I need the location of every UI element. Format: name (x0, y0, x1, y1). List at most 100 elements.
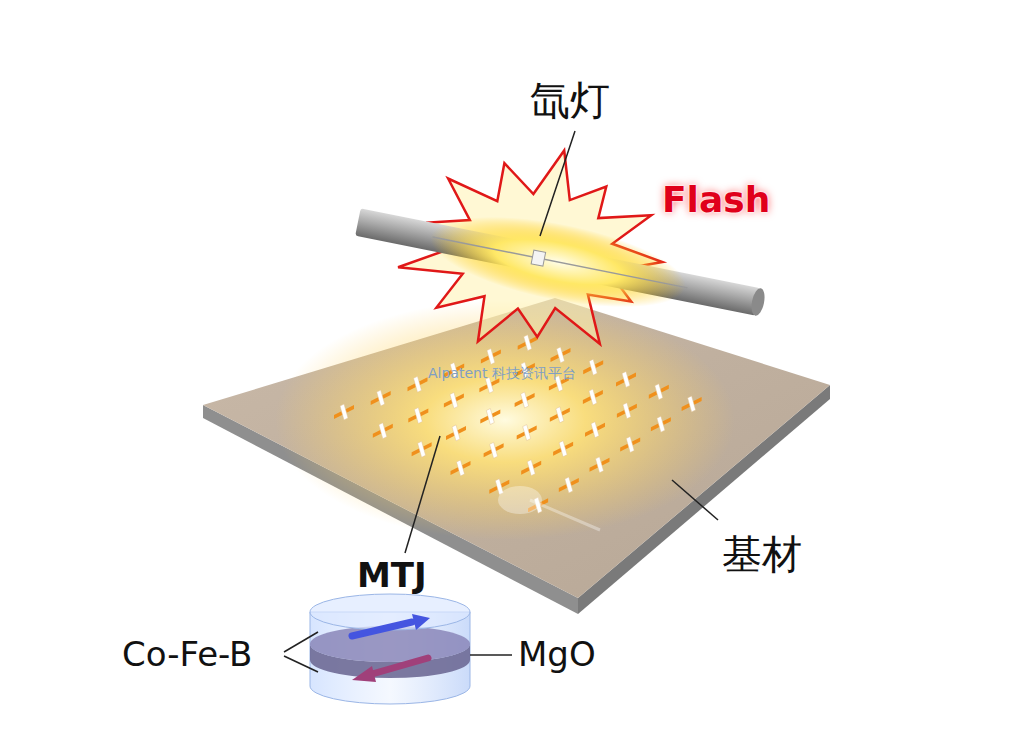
mtj-cell (480, 409, 500, 425)
cell-electrode (553, 442, 573, 456)
cell-electrode (414, 376, 422, 392)
cell-electrode (688, 396, 696, 412)
cell-electrode (583, 390, 603, 404)
cell-electrode (559, 478, 579, 492)
cell-electrode (490, 442, 498, 458)
cell-electrode (620, 438, 640, 452)
mtj-cell (651, 416, 671, 432)
light-glow (275, 300, 735, 540)
cell-electrode (651, 417, 671, 431)
cell-electrode (589, 389, 597, 405)
cell-electrode (444, 393, 464, 407)
mtj-cell (444, 392, 464, 408)
mtj-cell (590, 457, 610, 473)
cell-electrode (486, 409, 494, 425)
cell-electrode (412, 442, 432, 456)
mtj-cell (515, 392, 535, 408)
electrode-block (531, 250, 546, 266)
cell-electrode (518, 336, 538, 350)
cell-electrode (418, 441, 426, 457)
cell-electrode (408, 409, 428, 423)
lamp-end (749, 287, 766, 317)
cell-electrode (596, 457, 604, 473)
cell-electrode (556, 407, 564, 423)
component-label: 基材 (722, 532, 802, 576)
mtj-cell (371, 390, 391, 406)
mtj-cell (682, 396, 702, 412)
mtj-cell (481, 349, 501, 365)
spin-arrow-head (352, 666, 376, 682)
mtj-cell (517, 425, 537, 441)
cell-electrode (657, 416, 665, 432)
cell-electrode (487, 349, 495, 365)
cell-electrode (550, 408, 570, 422)
cell-electrode (377, 390, 385, 406)
watermark: Alpatent 科技资讯平台 (428, 366, 576, 381)
cell-electrode (451, 461, 471, 475)
cell-electrode (565, 477, 573, 493)
cell-electrode (450, 392, 458, 408)
mtj-cell (583, 389, 603, 405)
cell-electrode (484, 443, 504, 457)
cell-electrode (626, 437, 634, 453)
cell-electrode (524, 335, 532, 351)
cell-electrode (590, 458, 610, 472)
mtj-cell (550, 407, 570, 423)
cylinder-body (310, 612, 470, 704)
leader-line (284, 656, 318, 672)
leader-line (470, 654, 512, 656)
cell-electrode (334, 405, 354, 419)
cell-electrode (457, 460, 465, 476)
leader-line (672, 480, 718, 520)
cell-electrode (373, 424, 393, 438)
cell-electrode (340, 404, 348, 420)
cell-electrode (585, 423, 605, 437)
mtj-cell (616, 371, 636, 387)
mtj-cell (583, 359, 603, 375)
spin-arrow-head (412, 614, 430, 630)
mtj-cell (620, 437, 640, 453)
mtj-cell (373, 423, 393, 439)
cell-electrode (517, 426, 537, 440)
cell-electrode (523, 425, 531, 441)
mtj-cell (334, 404, 354, 420)
cell-electrode (551, 348, 571, 362)
leader-line (405, 436, 440, 553)
mtj-cell (408, 408, 428, 424)
spin-arrow (372, 658, 428, 674)
cell-electrode (682, 397, 702, 411)
component-label: MTJ (357, 557, 427, 594)
reflection (498, 486, 542, 514)
cell-electrode (617, 404, 637, 418)
mtj-cell (484, 442, 504, 458)
cell-electrode (408, 377, 428, 391)
lamp-glow (423, 199, 693, 324)
mtj-cell (412, 441, 432, 457)
spin-arrow (352, 622, 412, 636)
mtj-cell (553, 441, 573, 457)
cell-electrode (527, 460, 535, 476)
cell-electrode (589, 359, 597, 375)
mtj-cell (521, 460, 541, 476)
cell-electrode (446, 426, 466, 440)
mtj-cell (617, 403, 637, 419)
mtj-cylinder (310, 594, 470, 704)
layer-label: MgO (518, 636, 596, 673)
component-label: 氙灯 (530, 78, 610, 122)
cell-electrode (622, 371, 630, 387)
mtj-cell (446, 425, 466, 441)
mtj-cell (559, 477, 579, 493)
cell-electrode (515, 393, 535, 407)
cell-electrode (521, 392, 529, 408)
mtj-cell (585, 422, 605, 438)
layer-label: Co-Fe-B (122, 636, 252, 673)
flash-label: Flash (662, 180, 770, 220)
cell-electrode (521, 461, 541, 475)
mtj-cell (451, 460, 471, 476)
mtj-cell (649, 384, 669, 400)
mtj-cell (408, 376, 428, 392)
leader-line (284, 632, 318, 652)
cell-electrode (481, 350, 501, 364)
cell-electrode (559, 441, 567, 457)
mtj-cell (551, 347, 571, 363)
